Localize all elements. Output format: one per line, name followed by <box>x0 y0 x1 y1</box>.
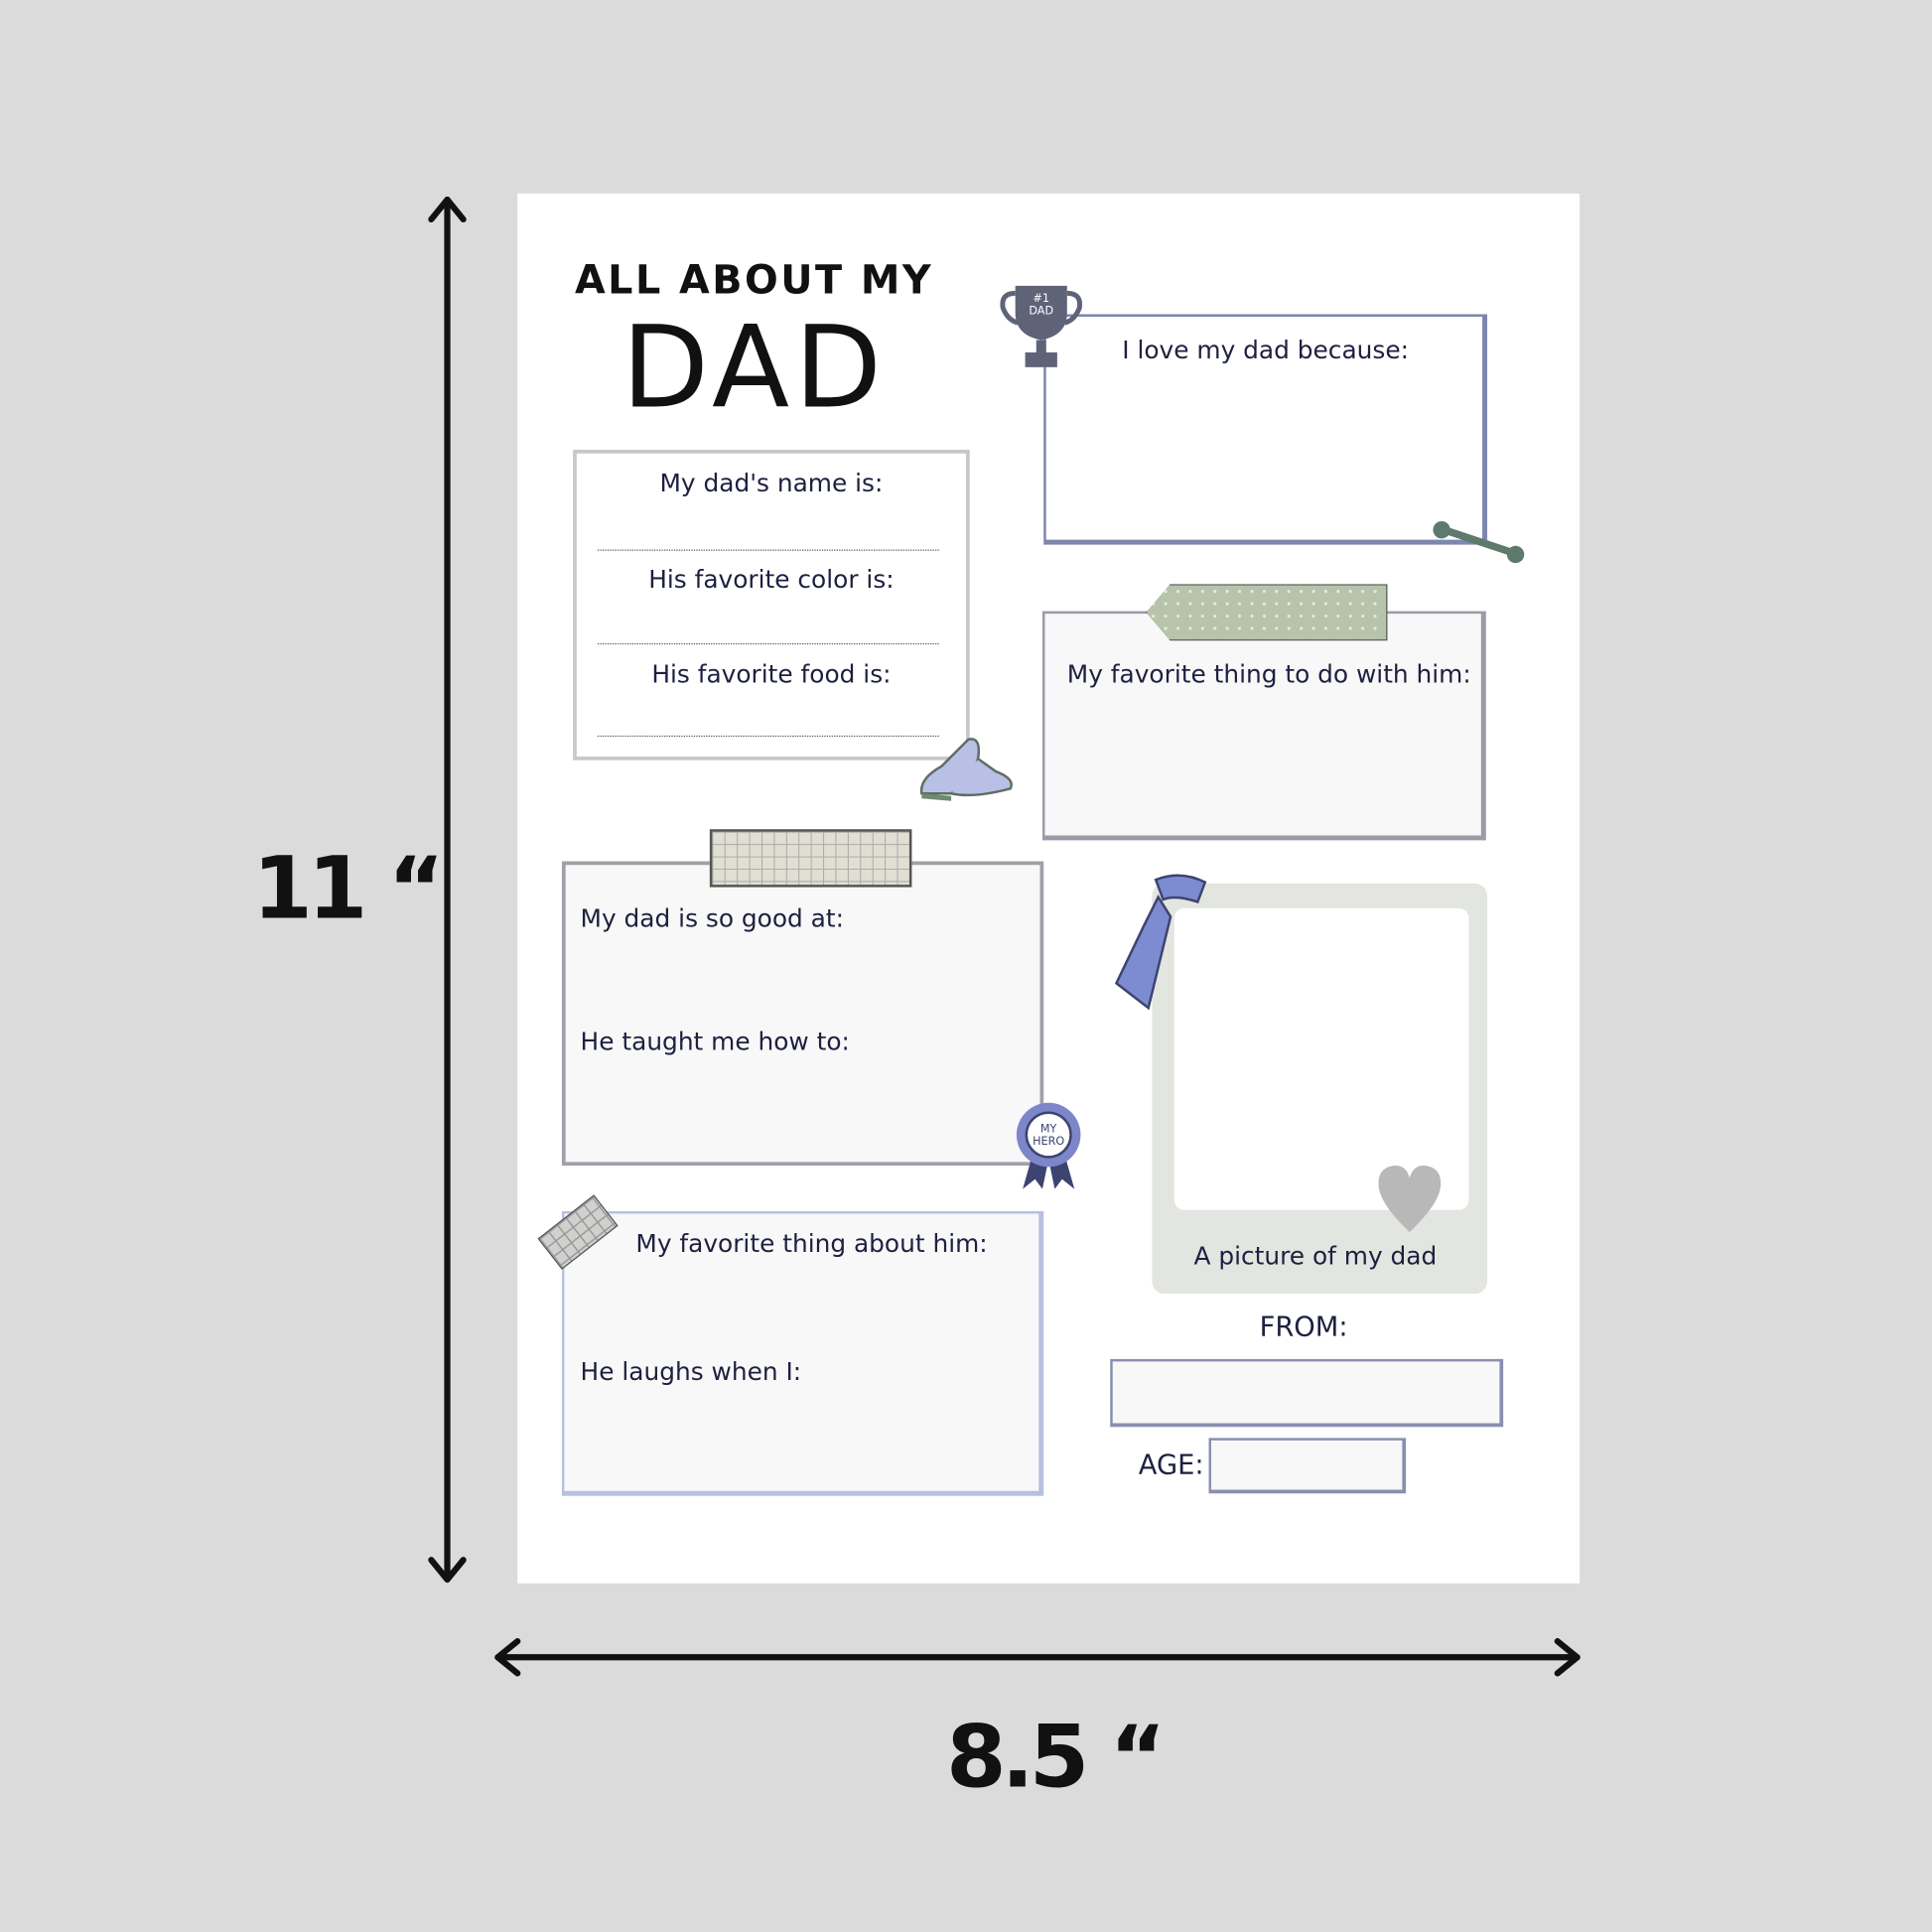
laughs-label: He laughs when I: <box>580 1356 802 1387</box>
good-at-label: My dad is so good at: <box>580 902 844 933</box>
height-label: 11 “ <box>252 837 444 939</box>
svg-text:#1: #1 <box>1034 292 1049 305</box>
info-box <box>573 450 970 760</box>
love-label: I love my dad because: <box>1122 335 1409 365</box>
dad-name-label: My dad's name is: <box>659 468 884 498</box>
favorite-about-label: My favorite thing about him: <box>635 1228 988 1259</box>
favorite-color-line[interactable] <box>597 642 939 645</box>
photo-area[interactable] <box>1173 907 1469 1210</box>
favorite-food-label: His favorite food is: <box>651 658 892 689</box>
tie-icon <box>1114 874 1207 1011</box>
from-input[interactable] <box>1110 1358 1504 1428</box>
skills-box <box>561 861 1044 1167</box>
hero-text: MY <box>1040 1123 1057 1136</box>
tape-decoration <box>1146 584 1388 641</box>
width-label: 8.5 “ <box>946 1706 1166 1808</box>
activity-label: My favorite thing to do with him: <box>1066 658 1471 689</box>
hero-ribbon-icon: MY HERO <box>1016 1102 1081 1189</box>
about-box <box>561 1211 1044 1496</box>
dad-name-line[interactable] <box>597 549 939 551</box>
from-label: FROM: <box>1259 1311 1348 1343</box>
age-input[interactable] <box>1208 1438 1407 1494</box>
title-line2: DAD <box>621 302 887 434</box>
age-label: AGE: <box>1138 1449 1204 1481</box>
wrench-icon <box>1433 520 1525 564</box>
title-line1: ALL ABOUT MY <box>574 256 934 304</box>
svg-text:HERO: HERO <box>1033 1135 1064 1148</box>
trophy-icon: #1 DAD <box>1000 285 1083 367</box>
svg-text:DAD: DAD <box>1029 304 1053 317</box>
favorite-food-line[interactable] <box>597 735 939 738</box>
photo-caption: A picture of my dad <box>1193 1240 1438 1271</box>
favorite-color-label: His favorite color is: <box>648 564 895 595</box>
shoes-icon <box>919 738 1013 801</box>
taught-label: He taught me how to: <box>580 1026 850 1056</box>
love-box <box>1043 314 1488 545</box>
grid-tape-decoration <box>709 829 912 888</box>
activity-box <box>1041 611 1486 841</box>
heart-icon <box>1378 1165 1442 1233</box>
